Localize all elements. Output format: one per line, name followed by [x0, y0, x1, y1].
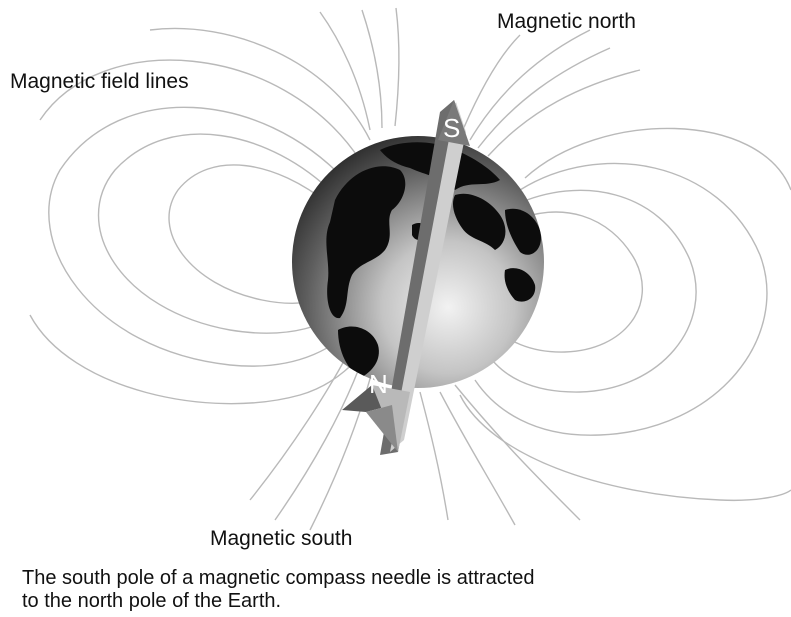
magnetic-north-label: Magnetic north [497, 10, 636, 33]
field-line [319, 11, 371, 131]
field-lines-left [29, 7, 400, 531]
field-line [97, 133, 351, 334]
field-line [48, 106, 361, 367]
field-line [39, 59, 361, 161]
continent-east [505, 208, 541, 255]
field-line [274, 351, 366, 521]
field-line [454, 384, 581, 521]
caption: The south pole of a magnetic compass nee… [22, 567, 535, 613]
field-line [394, 7, 400, 127]
field-line [491, 211, 644, 353]
needle-north-letter: N [369, 369, 388, 399]
needle-north-tail [366, 405, 398, 452]
field-line [469, 29, 591, 141]
compass-needle: S N [342, 100, 470, 455]
continent-americas [326, 166, 406, 319]
caption-line-2: to the north pole of the Earth. [22, 590, 282, 612]
field-line [477, 47, 611, 149]
field-line [459, 394, 791, 502]
field-lines-label: Magnetic field lines [10, 70, 189, 93]
needle-south-letter: S [443, 113, 460, 143]
needle-north-tip-left [342, 385, 392, 412]
field-line [484, 189, 697, 393]
field-lines-right [419, 29, 791, 526]
field-line [149, 27, 371, 141]
caption-line-1: The south pole of a magnetic compass nee… [22, 567, 535, 589]
field-line [309, 359, 376, 531]
needle-south-tip [438, 100, 470, 146]
continent-island [504, 268, 536, 302]
continent-europe [452, 193, 506, 250]
field-line [419, 391, 449, 521]
field-line [474, 162, 768, 436]
field-line [249, 339, 356, 501]
field-line [439, 391, 516, 526]
field-line [461, 34, 521, 133]
needle-body-dark [380, 100, 458, 455]
field-line [487, 69, 641, 157]
continent-south [338, 326, 379, 378]
needle-body-light [390, 102, 466, 452]
field-line [361, 9, 383, 129]
field-line [524, 127, 791, 191]
magnetic-south-label: Magnetic south [210, 527, 353, 550]
